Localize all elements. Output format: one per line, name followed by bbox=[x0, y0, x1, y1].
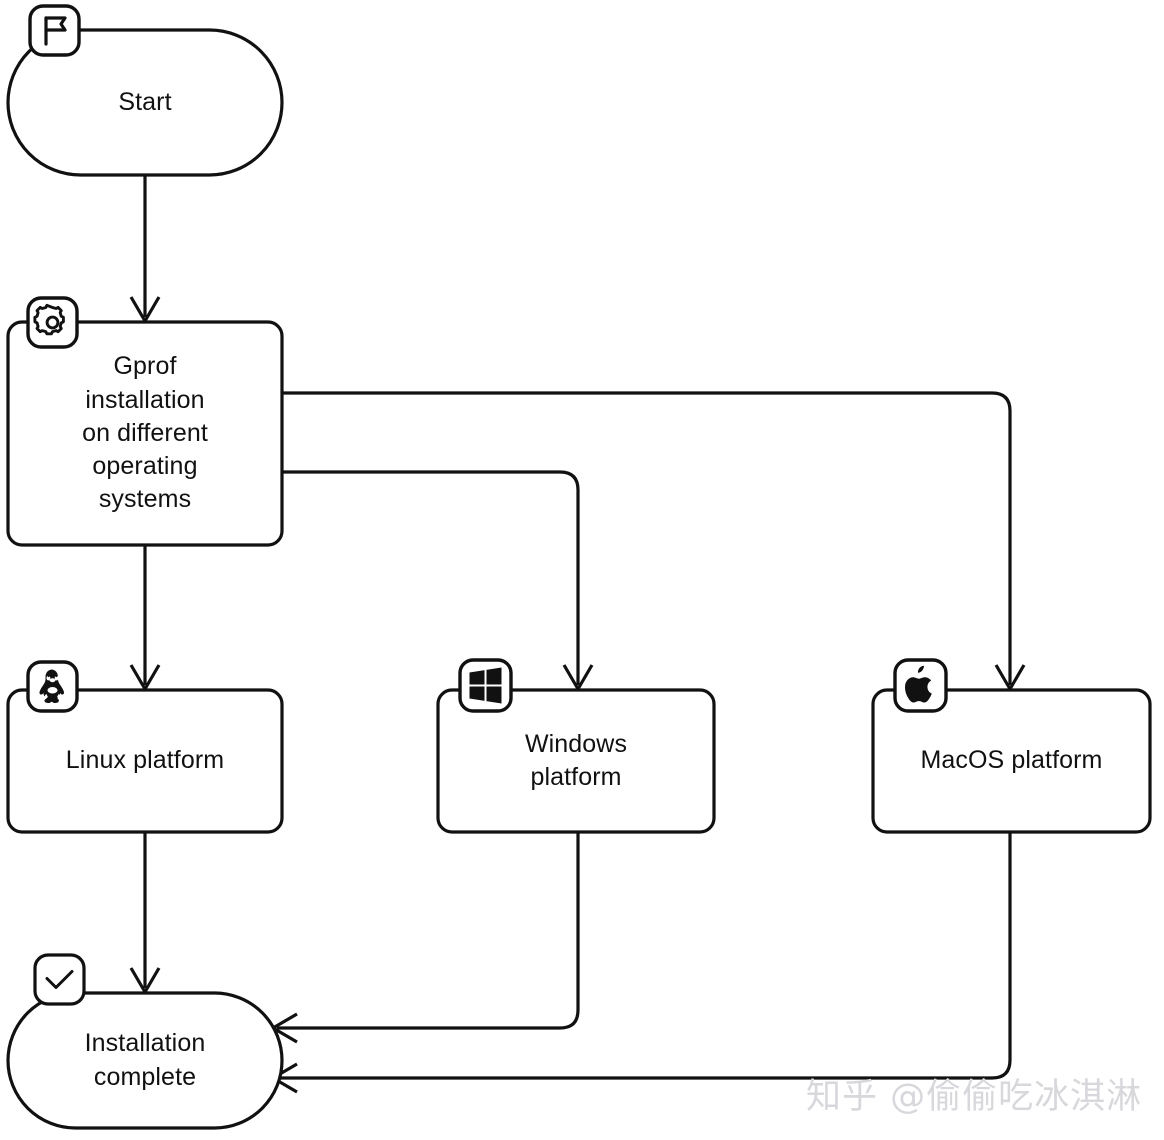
edge-windows-to-complete bbox=[277, 832, 580, 1030]
check-icon bbox=[33, 953, 86, 1006]
node-shape-complete[interactable] bbox=[6, 991, 284, 1130]
edge-gprof-to-macos bbox=[282, 391, 1012, 685]
node-shape-start[interactable] bbox=[6, 28, 284, 177]
flag-icon bbox=[28, 4, 81, 57]
watermark-text: 知乎 @偷偷吃冰淇淋 bbox=[806, 1077, 1143, 1117]
node-shape-macos[interactable] bbox=[871, 688, 1152, 834]
apple-icon bbox=[893, 658, 948, 713]
edge-gprof-to-windows bbox=[282, 470, 580, 685]
linux-penguin-icon bbox=[26, 660, 79, 713]
edge-macos-to-complete bbox=[277, 832, 1012, 1080]
node-shape-linux[interactable] bbox=[6, 688, 284, 834]
node-shape-windows[interactable] bbox=[436, 688, 716, 834]
gear-icon bbox=[26, 296, 79, 349]
node-shape-gprof[interactable] bbox=[6, 320, 284, 547]
windows-icon bbox=[458, 658, 513, 713]
